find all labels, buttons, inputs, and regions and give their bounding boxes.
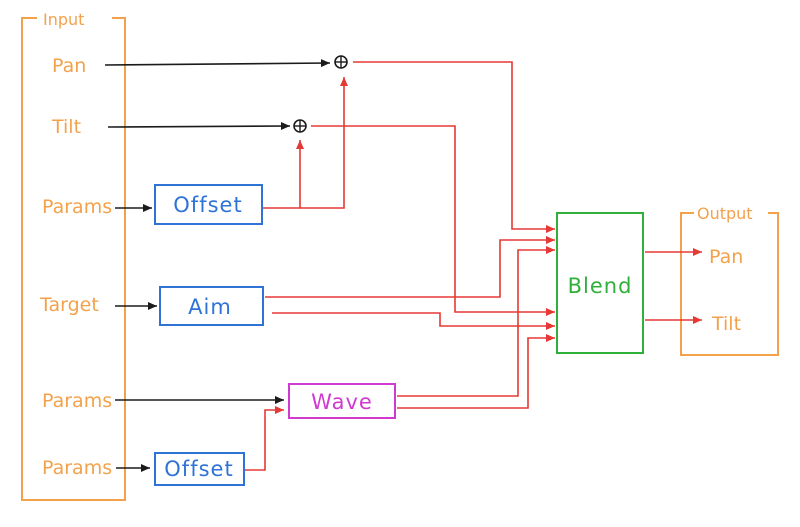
offset-block-bottom-label: Offset xyxy=(164,457,233,481)
output-title: Output xyxy=(697,204,753,223)
offset-block-bottom: Offset xyxy=(154,452,245,486)
output-pan-label: Pan xyxy=(709,246,743,268)
aim-block: Aim xyxy=(159,286,264,326)
wire-offset-to-wave xyxy=(245,406,284,471)
offset-block-top: Offset xyxy=(154,184,263,225)
input-title: Input xyxy=(43,10,84,29)
input-params-label-3: Params xyxy=(42,457,112,479)
wire-aim-pan-to-blend xyxy=(265,236,555,298)
output-panel: Output Pan Tilt xyxy=(680,204,779,356)
input-panel: Input Pan Tilt Params Target Params Para… xyxy=(21,10,126,501)
wire-offset-to-tilt-sum xyxy=(262,140,304,209)
input-tilt-label: Tilt xyxy=(51,116,81,138)
wire-aim-tilt-to-blend xyxy=(272,312,555,330)
wire-wave-tilt-to-blend xyxy=(397,334,555,409)
wire-offset-to-pan-sum xyxy=(300,77,348,209)
offset-block-top-label: Offset xyxy=(173,193,242,217)
wire-tilt-sum-to-blend xyxy=(311,125,555,316)
input-pan-label: Pan xyxy=(52,55,86,77)
sum-junction-tilt xyxy=(293,119,307,133)
sum-junction-pan xyxy=(334,55,348,69)
wave-block-label: Wave xyxy=(311,390,373,414)
input-wires xyxy=(104,59,331,472)
wire-pan-sum-to-blend xyxy=(353,61,555,233)
wave-block: Wave xyxy=(288,383,396,419)
output-tilt-label: Tilt xyxy=(711,313,741,335)
signal-wires xyxy=(245,61,702,471)
wire-pan-to-sum xyxy=(104,59,331,68)
wire-wave-pan-to-blend xyxy=(397,246,555,397)
input-params-label-2: Params xyxy=(42,390,112,412)
blend-block-label: Blend xyxy=(568,274,633,298)
input-params-label-1: Params xyxy=(42,196,112,218)
aim-block-label: Aim xyxy=(188,295,232,319)
wire-tilt-to-sum xyxy=(107,122,291,131)
input-target-label: Target xyxy=(39,294,99,316)
blend-block: Blend xyxy=(556,212,644,354)
